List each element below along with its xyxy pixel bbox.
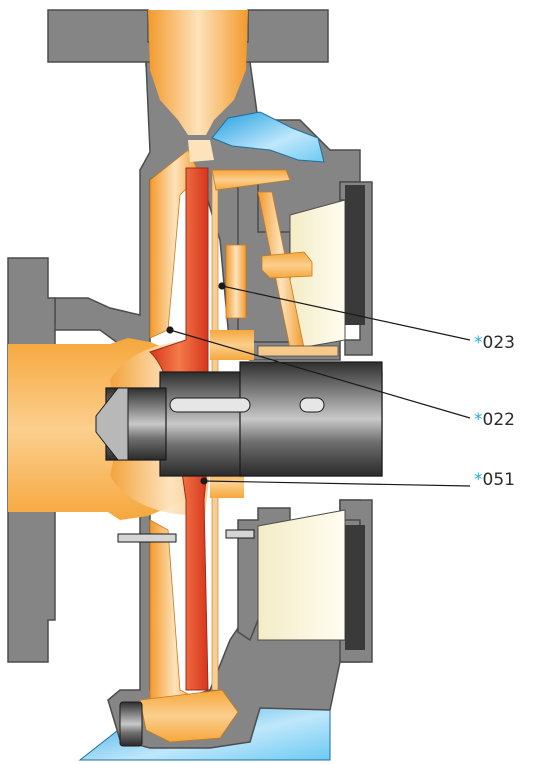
leader-line-022 — [169, 329, 471, 419]
leader-lines — [166, 282, 471, 487]
part-label-023: *023 — [474, 333, 515, 353]
upper-vent — [211, 111, 325, 163]
discharge-fluid — [148, 10, 248, 135]
volute-passages — [139, 140, 239, 743]
bolts — [117, 529, 255, 747]
part-label-051: *051 — [474, 470, 515, 490]
bearing-housing-cavity — [257, 185, 365, 650]
leader-dot-051 — [200, 477, 208, 485]
leader-line-023 — [221, 285, 471, 341]
shaft — [95, 361, 383, 477]
seal-chamber — [210, 330, 339, 498]
leader-dot-022 — [166, 326, 174, 334]
leader-dot-023 — [218, 282, 226, 290]
part-labels: *023 *022 *051 — [474, 333, 515, 490]
leader-line-051 — [203, 480, 471, 487]
part-label-022: *022 — [474, 410, 515, 430]
